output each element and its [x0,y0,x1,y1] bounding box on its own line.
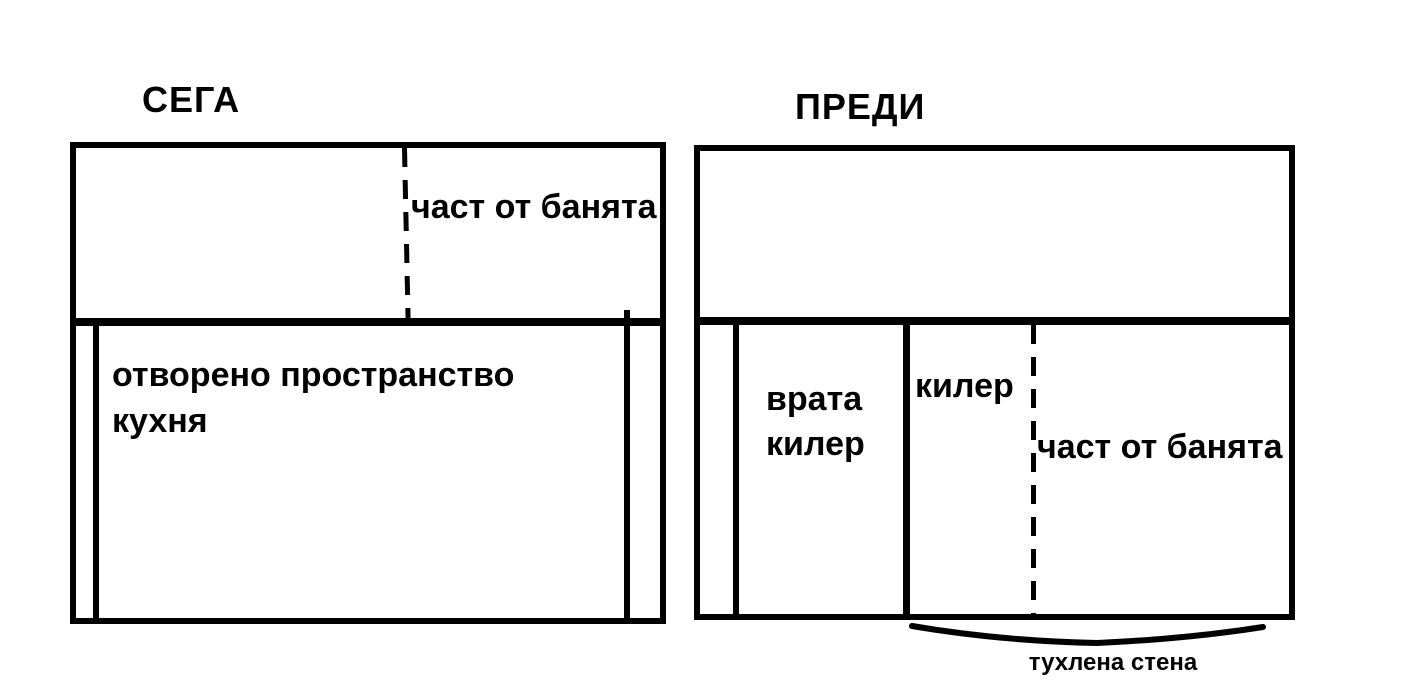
plan-now-bath-label: част от банята [411,188,657,226]
plan-before-title: ПРЕДИ [795,86,926,127]
plan-before-door-closet-label: врата килер [766,377,865,467]
plan-now-open-space-label: отворено пространство кухня [112,352,514,444]
plan-before-closet-wall-line [903,325,910,616]
plan-now-title: СЕГА [142,79,241,120]
plan-now-divider-wall [70,318,666,326]
plan-before-door-closet-line1: врата [766,380,863,418]
plan-before-bath-dashed-line [1031,325,1036,614]
plan-before-outline [694,145,1295,620]
plan-now-left-inner-wall-line [93,326,99,620]
plan-now-right-inner-wall-line [624,310,630,620]
plan-before-entry-wall-line [733,325,739,616]
plan-now-outline [70,142,666,624]
plan-before-door-closet-line2: килер [766,425,865,463]
plan-now-open-space-line2: кухня [112,402,208,440]
plan-before-bath-label: част от банята [1037,428,1283,466]
plan-now-open-space-line1: отворено пространство [112,356,515,394]
plan-before-divider-wall [694,317,1295,325]
brick-wall-brace-line [909,623,1266,647]
brick-wall-label: тухлена стена [1028,649,1198,676]
plan-before-closet-label: килер [915,367,1014,405]
